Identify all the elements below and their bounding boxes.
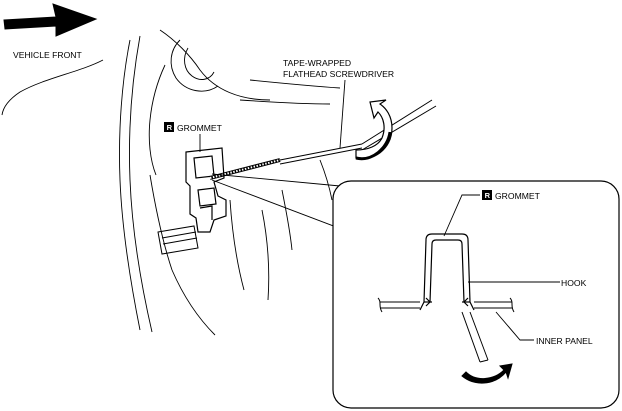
vehicle-front-label: VEHICLE FRONT (13, 50, 83, 60)
part-r-badge-detail-letter: R (485, 191, 491, 200)
inner-panel-lines (377, 297, 515, 313)
tool-label-line2: FLATHEAD SCREWDRIVER (283, 69, 394, 79)
part-r-badge-icon (164, 122, 174, 132)
grommet-detail-shape (419, 233, 475, 311)
detail-inset-frame (332, 180, 620, 409)
rotation-arrow-detail-icon (461, 363, 513, 384)
tool-label-line1: TAPE-WRAPPED (283, 58, 351, 68)
grommet-label-detail: R GROMMET (482, 190, 541, 201)
rotation-arrow-main-icon (355, 99, 393, 160)
part-r-badge-detail-icon (482, 190, 492, 200)
retainer-block (157, 225, 199, 255)
screwdriver-icon (209, 99, 437, 180)
vehicle-front-arrow-icon (3, 3, 98, 37)
grommet-main-shape (185, 147, 227, 233)
screwdriver-tip-detail-icon (461, 311, 489, 363)
part-r-badge-letter: R (167, 123, 173, 132)
hook-label: HOOK (561, 278, 587, 288)
grommet-label-detail-text: GROMMET (495, 191, 541, 201)
body-panel-outlines (1, 29, 341, 336)
grommet-label-main-text: GROMMET (177, 123, 223, 133)
inner-panel-label: INNER PANEL (536, 336, 593, 346)
tool-label-leader (339, 79, 346, 149)
grommet-label-main: R GROMMET (164, 122, 223, 133)
detail-leaders (443, 194, 560, 341)
